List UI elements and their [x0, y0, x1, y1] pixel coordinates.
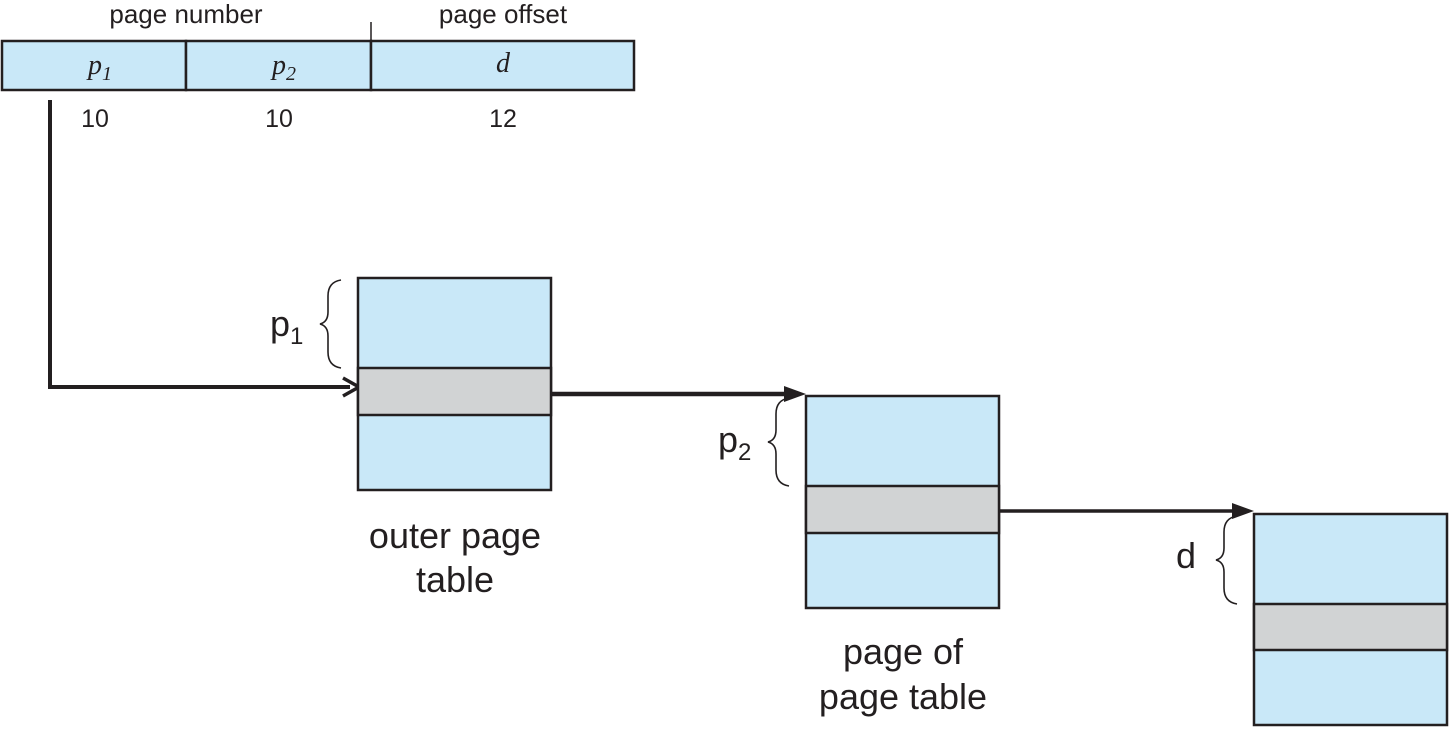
field-d-label: d	[496, 48, 511, 79]
field-p2-label: p2	[270, 50, 296, 85]
inner-page-table	[804, 394, 1001, 610]
field-p2-bits: 10	[265, 105, 293, 133]
field-d-bits: 12	[489, 105, 517, 133]
field-p1-bits: 10	[81, 105, 109, 133]
inner-caption-line1: page of	[843, 631, 964, 672]
p1-index-arrow	[48, 100, 350, 389]
inner-table-selected-entry	[804, 484, 1001, 535]
outer-offset-brace	[319, 279, 342, 369]
outer-table-selected-entry	[356, 366, 553, 417]
page-offset-brace	[1215, 515, 1238, 605]
outer-page-table	[356, 276, 553, 492]
outer-caption-line2: table	[416, 559, 494, 600]
field-p2-box	[184, 39, 373, 92]
memory-page	[1252, 512, 1449, 727]
page-selected-byte	[1252, 602, 1449, 652]
inner-index-label: p2	[718, 419, 751, 466]
field-p1-label: p1	[86, 50, 112, 85]
outer-caption-line1: outer page	[369, 515, 541, 556]
page-number-label: page number	[109, 0, 263, 29]
field-d-box	[369, 39, 636, 92]
inner-caption-line2: page table	[819, 676, 987, 717]
page-offset-label: page offset	[439, 0, 568, 29]
outer-index-label: p1	[270, 303, 303, 350]
outer-to-inner-arrowhead	[784, 386, 806, 402]
page-offset-label-d: d	[1176, 535, 1196, 576]
inner-to-page-arrowhead	[1232, 503, 1254, 519]
inner-offset-brace	[767, 397, 790, 487]
logical-address: p1 p2 d 10 10 12	[0, 39, 636, 133]
